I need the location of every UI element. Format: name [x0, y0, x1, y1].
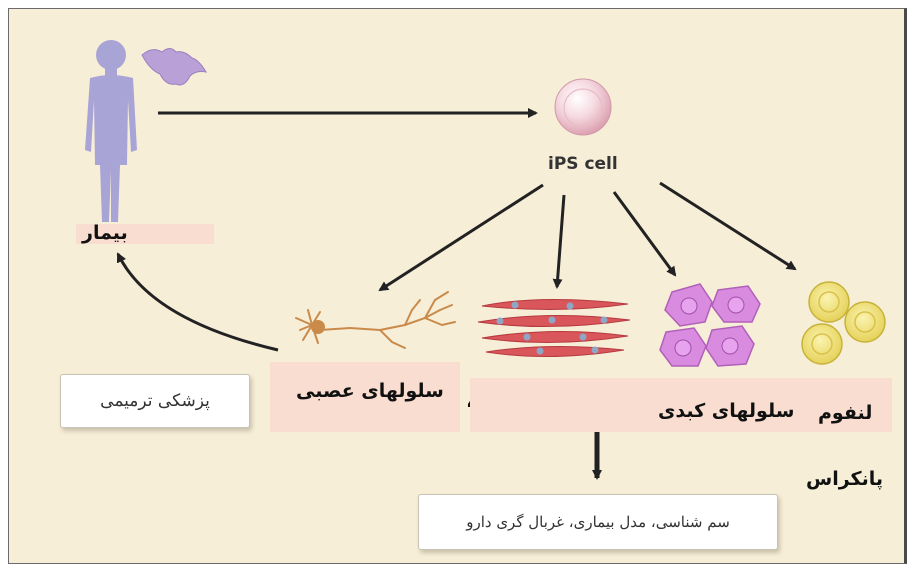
arrow-ips-to-muscle [557, 195, 564, 287]
neural-label: سلولهای عصبی [296, 380, 444, 402]
muscle-cells-icon [478, 299, 630, 356]
liver-label-band: سلولهای کبدی لنفوم [470, 378, 892, 432]
arrow-therapy-to-patient [118, 254, 278, 350]
applications-box: سم شناسی، مدل بیماری، غربال گری دارو [418, 494, 778, 550]
liver-cells-icon [660, 284, 760, 366]
fibroblast-icon [142, 49, 206, 86]
regenerative-medicine-label: پزشکی ترمیمی [100, 391, 210, 411]
neural-label-band: سلولهای عصبی [270, 362, 460, 432]
arrow-ips-to-liver [614, 192, 675, 275]
lymph-label: لنفوم [818, 402, 872, 424]
ips-cell-label: iPS cell [548, 154, 618, 174]
regenerative-medicine-box: پزشکی ترمیمی [60, 374, 250, 428]
neuron-icon [296, 292, 455, 348]
liver-label: سلولهای کبدی [658, 400, 794, 422]
pancreas-label: پانکراس [806, 468, 883, 490]
neuron-soma [311, 320, 325, 334]
applications-label: سم شناسی، مدل بیماری، غربال گری دارو [466, 513, 730, 531]
person-icon [85, 40, 137, 222]
arrow-ips-to-neural [380, 185, 543, 290]
patient-label: بیمار [82, 222, 128, 244]
arrow-ips-to-lymph [660, 183, 795, 269]
ips-cell-icon [555, 79, 611, 135]
lymph-cells-icon [802, 282, 885, 364]
